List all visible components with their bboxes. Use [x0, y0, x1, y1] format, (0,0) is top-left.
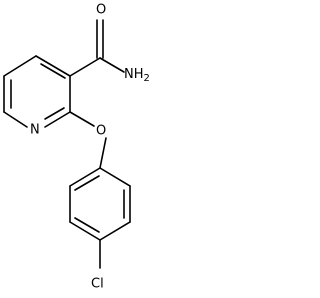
amine-nh-text: NH — [124, 67, 144, 82]
atom-labels: O NH2 N O Cl — [30, 3, 150, 292]
bond-p3-p4 — [69, 221, 101, 241]
structure-svg: O NH2 N O Cl — [3, 3, 150, 292]
bond-c3-n — [44, 111, 71, 128]
bond-p1-p2-inner — [74, 175, 100, 191]
pyridine-ring — [3, 55, 71, 128]
amine-subscript-2: 2 — [144, 73, 150, 84]
chemical-structure-diagram: O NH2 N O Cl — [3, 2, 150, 292]
amine-nh2-label: NH2 — [124, 67, 150, 85]
bond-c3-n-inner — [44, 107, 65, 120]
ether-oxygen-label: O — [96, 124, 106, 139]
ether-linkage — [69, 111, 107, 169]
chlorine-label: Cl — [91, 277, 104, 292]
bond-c1-c2-inner — [40, 63, 66, 79]
carbonyl-oxygen-label: O — [96, 3, 106, 18]
bond-c6-c1 — [3, 55, 37, 77]
bond-c1-c2 — [35, 55, 71, 77]
bond-c-nh2 — [99, 57, 125, 73]
carboxamide-group — [69, 19, 125, 77]
bond-p6-p1 — [99, 167, 131, 187]
bond-o-ph — [99, 137, 107, 169]
bond-c3-o — [69, 111, 95, 127]
bond-p1-p2 — [69, 167, 101, 187]
bond-n-c5 — [3, 111, 28, 128]
chlorophenyl-ring — [69, 167, 131, 269]
pyridine-nitrogen-label: N — [30, 123, 40, 138]
bond-p4-p5 — [99, 221, 131, 241]
bond-ring-carbonyl-c — [69, 57, 101, 77]
bond-p3-p4-inner — [74, 217, 100, 233]
